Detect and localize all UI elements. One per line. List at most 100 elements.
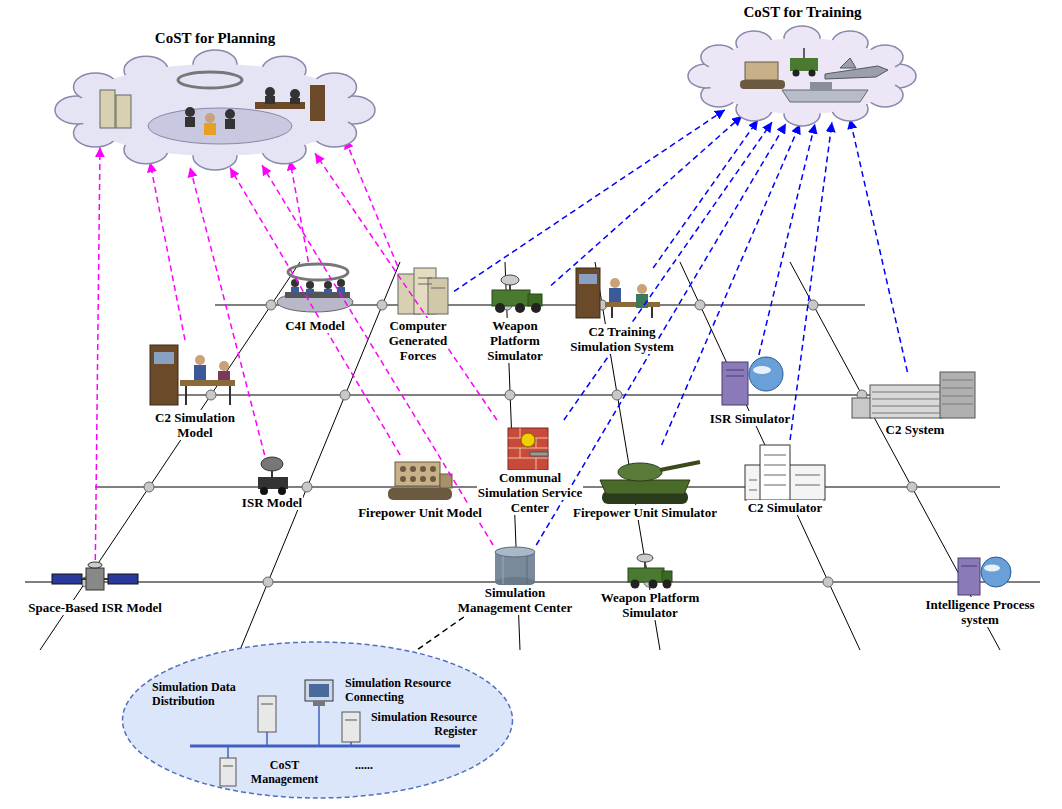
dashed-connector: [345, 139, 398, 266]
node-label: Firepower Unit Model: [357, 505, 483, 520]
dashed-connector: [536, 123, 786, 545]
white-building-icon: [764, 475, 786, 476]
silo-icon: [495, 547, 535, 557]
node-label: C2 Simulation Model: [154, 410, 236, 440]
cloud-art: [688, 26, 916, 126]
grid-dots: [263, 577, 273, 587]
truck-icon: [628, 554, 672, 589]
grid-dots: [695, 300, 705, 310]
building-icon: [942, 396, 973, 397]
hub-art: [123, 642, 513, 798]
truck-icon: [531, 303, 541, 313]
firepower-simulator-node: Firepower Unit Simulator: [563, 445, 728, 522]
computer-icon: [428, 278, 448, 314]
dashed-connector: [230, 168, 400, 455]
label-box: C2 Simulator: [735, 500, 835, 515]
building-icon: [872, 406, 940, 407]
label-box: Weapon Platform Simulator: [593, 590, 708, 620]
white-building-icon: [749, 455, 820, 490]
training-room-icon: [610, 278, 620, 288]
server-globe-icon: [722, 362, 748, 405]
white-building-icon: [764, 455, 786, 456]
grid-dots: [612, 390, 622, 400]
hub-label-box: CoST Management: [242, 758, 327, 786]
white-building-icon: [745, 445, 825, 500]
cloud-shape: [60, 50, 370, 170]
dashed-connector: [150, 162, 185, 340]
dashed-connector: [415, 617, 464, 651]
node-label: Simulation Management Center: [457, 585, 573, 615]
truck-icon: [495, 303, 505, 313]
label-box: ISR Model: [232, 495, 312, 510]
grid-dots: [340, 390, 350, 400]
firewall-icon: [508, 428, 548, 470]
control-room-icon: [150, 345, 235, 405]
weapon-platform-node: Weapon Platform Simulator: [593, 550, 708, 622]
server-globe-icon: [753, 366, 771, 374]
tank-icon: [618, 463, 662, 481]
c4i-icon: [291, 287, 299, 293]
radar-icon: [261, 457, 283, 471]
node-label: Weapon Platform Simulator: [486, 318, 544, 363]
label-box: Simulation Management Center: [448, 585, 583, 615]
dashed-connector: [551, 116, 742, 286]
white-building-icon: [760, 445, 790, 500]
service-center-node: Communal Simulation Service Center: [470, 420, 590, 517]
training-room-icon: [576, 268, 600, 318]
radar-icon: [258, 457, 288, 495]
computer-icon: [418, 278, 432, 279]
server-globe-icon: [958, 557, 1011, 595]
silo-icon: [503, 556, 504, 584]
truck-icon: [492, 275, 542, 313]
training-room-icon: [611, 307, 613, 318]
label-box: Firepower Unit Model: [345, 505, 495, 520]
node-label: C2 Training Simulation System: [569, 324, 675, 354]
white-building-icon: [764, 465, 786, 466]
building-icon: [852, 398, 872, 418]
launcher-icon: [388, 488, 452, 500]
firewall-icon: [508, 428, 548, 470]
dashed-connector: [653, 120, 758, 268]
node-label: C2 Simulator: [747, 500, 824, 515]
server-globe-icon: [981, 557, 1011, 587]
c4i-icon: [288, 264, 348, 280]
training-cloud: CoST for Training: [690, 2, 915, 134]
silo-icon: [495, 547, 535, 587]
training-room-icon: [637, 284, 647, 294]
server-globe-icon: [726, 370, 744, 371]
building-icon: [872, 380, 973, 413]
firewall-icon: [508, 428, 548, 470]
training-room-icon: [576, 268, 660, 318]
launcher-icon: [430, 466, 436, 472]
training-room-icon: [605, 302, 660, 307]
node-label: Intelligence Process system: [924, 597, 1035, 627]
launcher-icon: [430, 476, 436, 482]
space-isr-node: Space-Based ISR Model: [13, 560, 178, 617]
satellite-icon: [52, 574, 82, 584]
server-globe-icon: [726, 376, 744, 377]
hub-label-box: Simulation Resource Register: [365, 710, 477, 738]
label-box: C2 System: [870, 422, 960, 437]
training-room-icon: [609, 288, 621, 302]
label-box: Firepower Unit Simulator: [563, 505, 728, 520]
training-room-icon: [651, 307, 653, 318]
grid-dots: [377, 300, 387, 310]
white-building-icon: [749, 490, 757, 491]
server-globe-icon: [984, 565, 1000, 572]
control-room-icon: [154, 352, 174, 364]
hub-label: Simulation Resource Connecting: [345, 676, 451, 704]
node-label: C2 System: [885, 422, 946, 437]
radar-icon: [258, 477, 288, 489]
building-icon: [942, 380, 973, 381]
satellite-icon: [88, 562, 102, 568]
management-center-node: Simulation Management Center: [448, 545, 583, 617]
hub-label-box: ......: [355, 758, 395, 772]
control-room-icon: [194, 365, 206, 380]
firewall-icon: [520, 428, 521, 438]
launcher-icon: [395, 462, 440, 486]
launcher-icon: [420, 466, 426, 472]
building-icon: [852, 372, 975, 418]
dashed-connector: [262, 165, 493, 545]
truck-icon: [501, 275, 519, 285]
tank-icon: [600, 480, 690, 494]
